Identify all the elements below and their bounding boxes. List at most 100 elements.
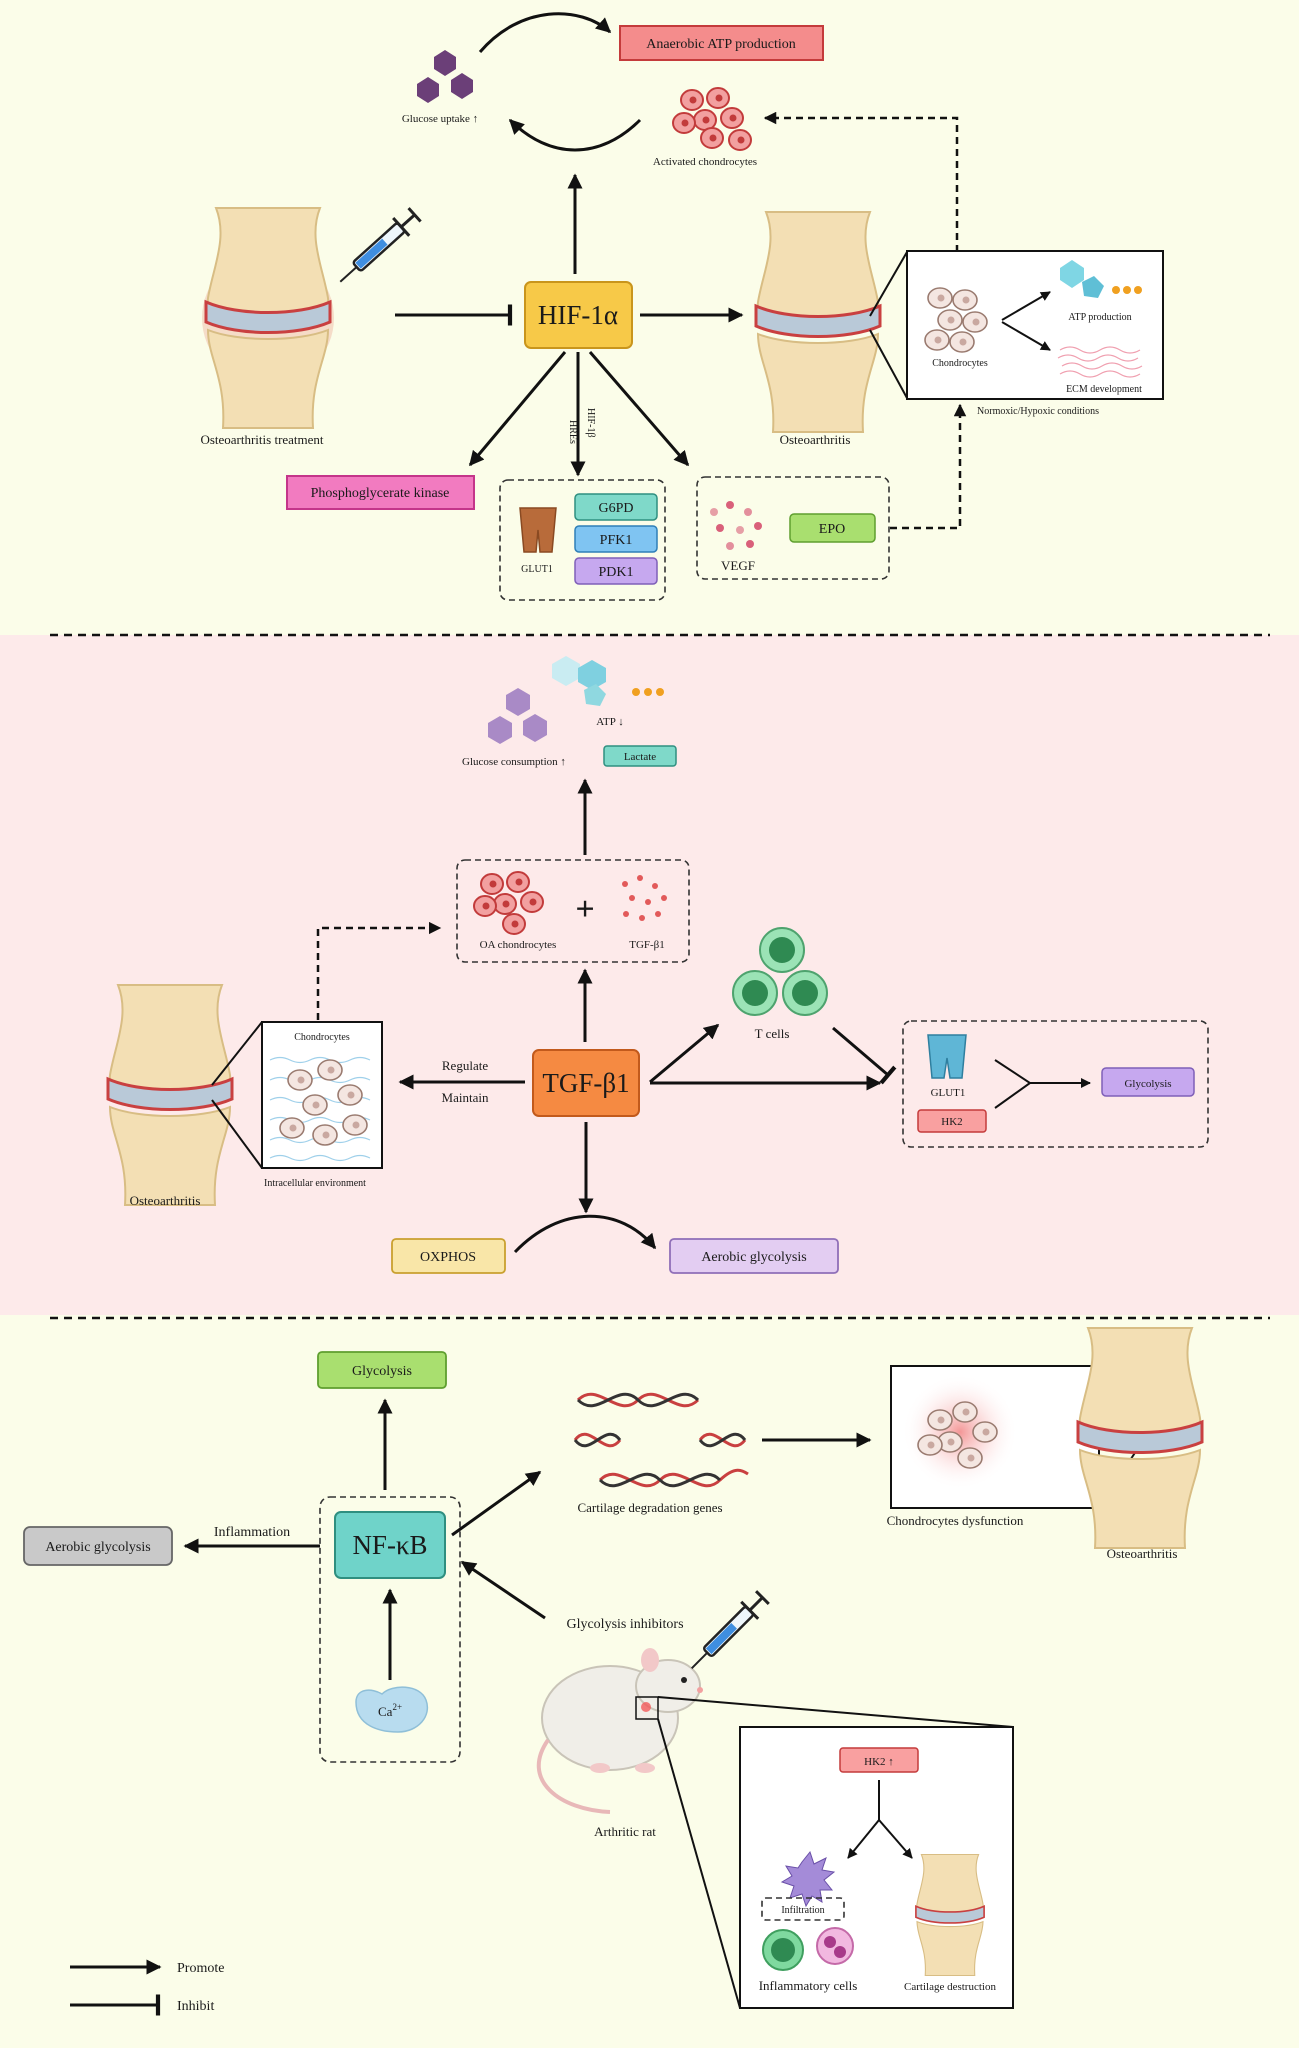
t-cells-label: T cells	[755, 1026, 790, 1041]
arrow-inhibitors-to-nfkb	[460, 1560, 546, 1620]
vegf-label: VEGF	[721, 558, 755, 573]
arrow-to-ecm	[1001, 321, 1051, 351]
oa-treatment-label: Osteoarthritis treatment	[200, 432, 323, 447]
nfkb-label: NF-κB	[352, 1530, 427, 1560]
cartilage-destruction-label: Cartilage destruction	[904, 1981, 996, 1993]
atp-icon	[1060, 260, 1142, 298]
inflammation-label: Inflammation	[214, 1525, 290, 1540]
infiltration-label: Infiltration	[781, 1905, 824, 1916]
hif1b-label: HIF-1β	[585, 408, 596, 438]
glut1-transporter-icon	[519, 507, 557, 553]
activated-label: Activated chondrocytes	[653, 156, 757, 168]
atp-production-label: ATP production	[1068, 312, 1131, 323]
g6pd-box	[574, 493, 658, 521]
pdk1-label: PDK1	[598, 565, 633, 580]
vegf-epo-dashed-box	[696, 476, 890, 580]
oa-label-1: Osteoarthritis	[780, 432, 851, 447]
hif-label: HIF-1α	[538, 300, 618, 330]
hk2-up-box	[839, 1747, 919, 1773]
hk2-label: HK2	[941, 1116, 962, 1128]
arrow-tgf-to-tcells	[649, 1023, 720, 1084]
epo-box	[789, 513, 876, 543]
zoom-line-1a	[869, 251, 908, 317]
maintain-label: Maintain	[442, 1090, 489, 1105]
aerobic-box-2	[669, 1238, 839, 1274]
nfkb-dashed-box	[319, 1496, 461, 1763]
glut1-label-1: GLUT1	[521, 564, 553, 575]
glucose-uptake-label: Glucose uptake ↑	[402, 113, 478, 125]
arrow-to-glucose	[508, 118, 642, 152]
arrow-to-atp	[1001, 291, 1051, 321]
arrow-hif-to-vegf	[588, 351, 690, 467]
aerobic-label-3: Aerobic glycolysis	[45, 1540, 150, 1555]
knee-oa-icon-3	[1076, 1326, 1204, 1550]
plus-sign: +	[575, 891, 594, 928]
pgk-box	[286, 475, 475, 510]
glut1-transporter-icon-2	[927, 1034, 967, 1079]
anaerobic-label: Anaerobic ATP production	[646, 37, 796, 52]
oa-tgf-dashed-box	[456, 859, 690, 963]
tgf-dots-icon	[622, 875, 667, 921]
regulate-label: Regulate	[442, 1058, 488, 1073]
panel2-bg	[0, 635, 1299, 1315]
macrophage-icon	[780, 1850, 836, 1908]
dashed-oa-to-activated	[763, 111, 959, 252]
hk2-box	[917, 1109, 987, 1133]
zoom-line-1b	[869, 329, 908, 399]
anaerobic-box	[619, 25, 824, 61]
chondro-dys-label: Chondrocytes dysfunction	[887, 1513, 1024, 1528]
glycolysis-enzymes-dashed-box	[499, 479, 666, 601]
inflam-cells-label: Inflammatory cells	[759, 1978, 858, 1993]
chondrocytes-label-1: Chondrocytes	[932, 358, 988, 369]
glycolysis-label-3: Glycolysis	[352, 1364, 412, 1379]
atp-down-label: ATP ↓	[596, 716, 623, 728]
arrow-to-cells	[847, 1819, 880, 1859]
lactate-label: Lactate	[624, 751, 656, 763]
zoom-line-4b	[657, 1718, 741, 2009]
tgf-small-label: TGF-β1	[629, 939, 665, 951]
nfkb-box	[334, 1511, 446, 1579]
g6pd-label: G6PD	[598, 501, 633, 516]
ecm-icon	[1057, 346, 1143, 378]
zoom-line-2a	[211, 1021, 263, 1086]
dashed-inset-to-oa-box	[316, 921, 442, 1020]
inhibitors-label: Glycolysis inhibitors	[566, 1617, 683, 1632]
pfk1-box	[574, 525, 658, 553]
knee-oa-icon-2	[106, 983, 234, 1207]
arrow-hif-to-pgk	[468, 351, 567, 467]
pfk1-label: PFK1	[600, 533, 633, 548]
glut-hk2-dashed-box	[902, 1020, 1209, 1148]
pdk1-box	[574, 557, 658, 585]
zoom-line-2b	[211, 1099, 263, 1169]
glucose-consumption-label: Glucose consumption ↑	[462, 756, 566, 768]
ca-blob-icon	[355, 1686, 429, 1733]
glycolysis-box-3	[317, 1351, 447, 1389]
knee-treatment-icon	[202, 206, 334, 430]
ecm-label: ECM development	[1066, 384, 1142, 395]
rat-label: Arthritic rat	[594, 1824, 656, 1839]
tgf-label: TGF-β1	[542, 1068, 629, 1098]
arrow-nfkb-to-dna	[451, 1470, 542, 1537]
ca-label: Ca2+	[378, 1702, 402, 1719]
glycolysis-box-2	[1101, 1067, 1195, 1097]
cartilage-genes-label: Cartilage degradation genes	[577, 1500, 722, 1515]
inhibit-tcells-to-box	[832, 1026, 897, 1085]
zoom-line-4a	[657, 1696, 1014, 1728]
ca-text: Ca	[378, 1704, 393, 1719]
oa-label-2: Osteoarthritis	[130, 1193, 201, 1208]
aerobic-label-2: Aerobic glycolysis	[701, 1250, 806, 1265]
pgk-label: Phosphoglycerate kinase	[311, 486, 450, 501]
rat-inflamed-spot	[641, 1702, 651, 1712]
knee-oa-icon	[754, 210, 882, 434]
chondrocytes-label-2: Chondrocytes	[294, 1032, 350, 1043]
dna-icon	[573, 1392, 749, 1488]
epo-label: EPO	[819, 522, 845, 537]
ca-superscript: 2+	[392, 1702, 402, 1712]
normoxic-label: Normoxic/Hypoxic conditions	[977, 406, 1099, 417]
dysfunction-glow	[902, 1374, 1018, 1490]
legend-promote-label: Promote	[177, 1961, 224, 1976]
arrow-to-cartilage	[878, 1819, 913, 1859]
atp-down-icon	[552, 656, 664, 706]
